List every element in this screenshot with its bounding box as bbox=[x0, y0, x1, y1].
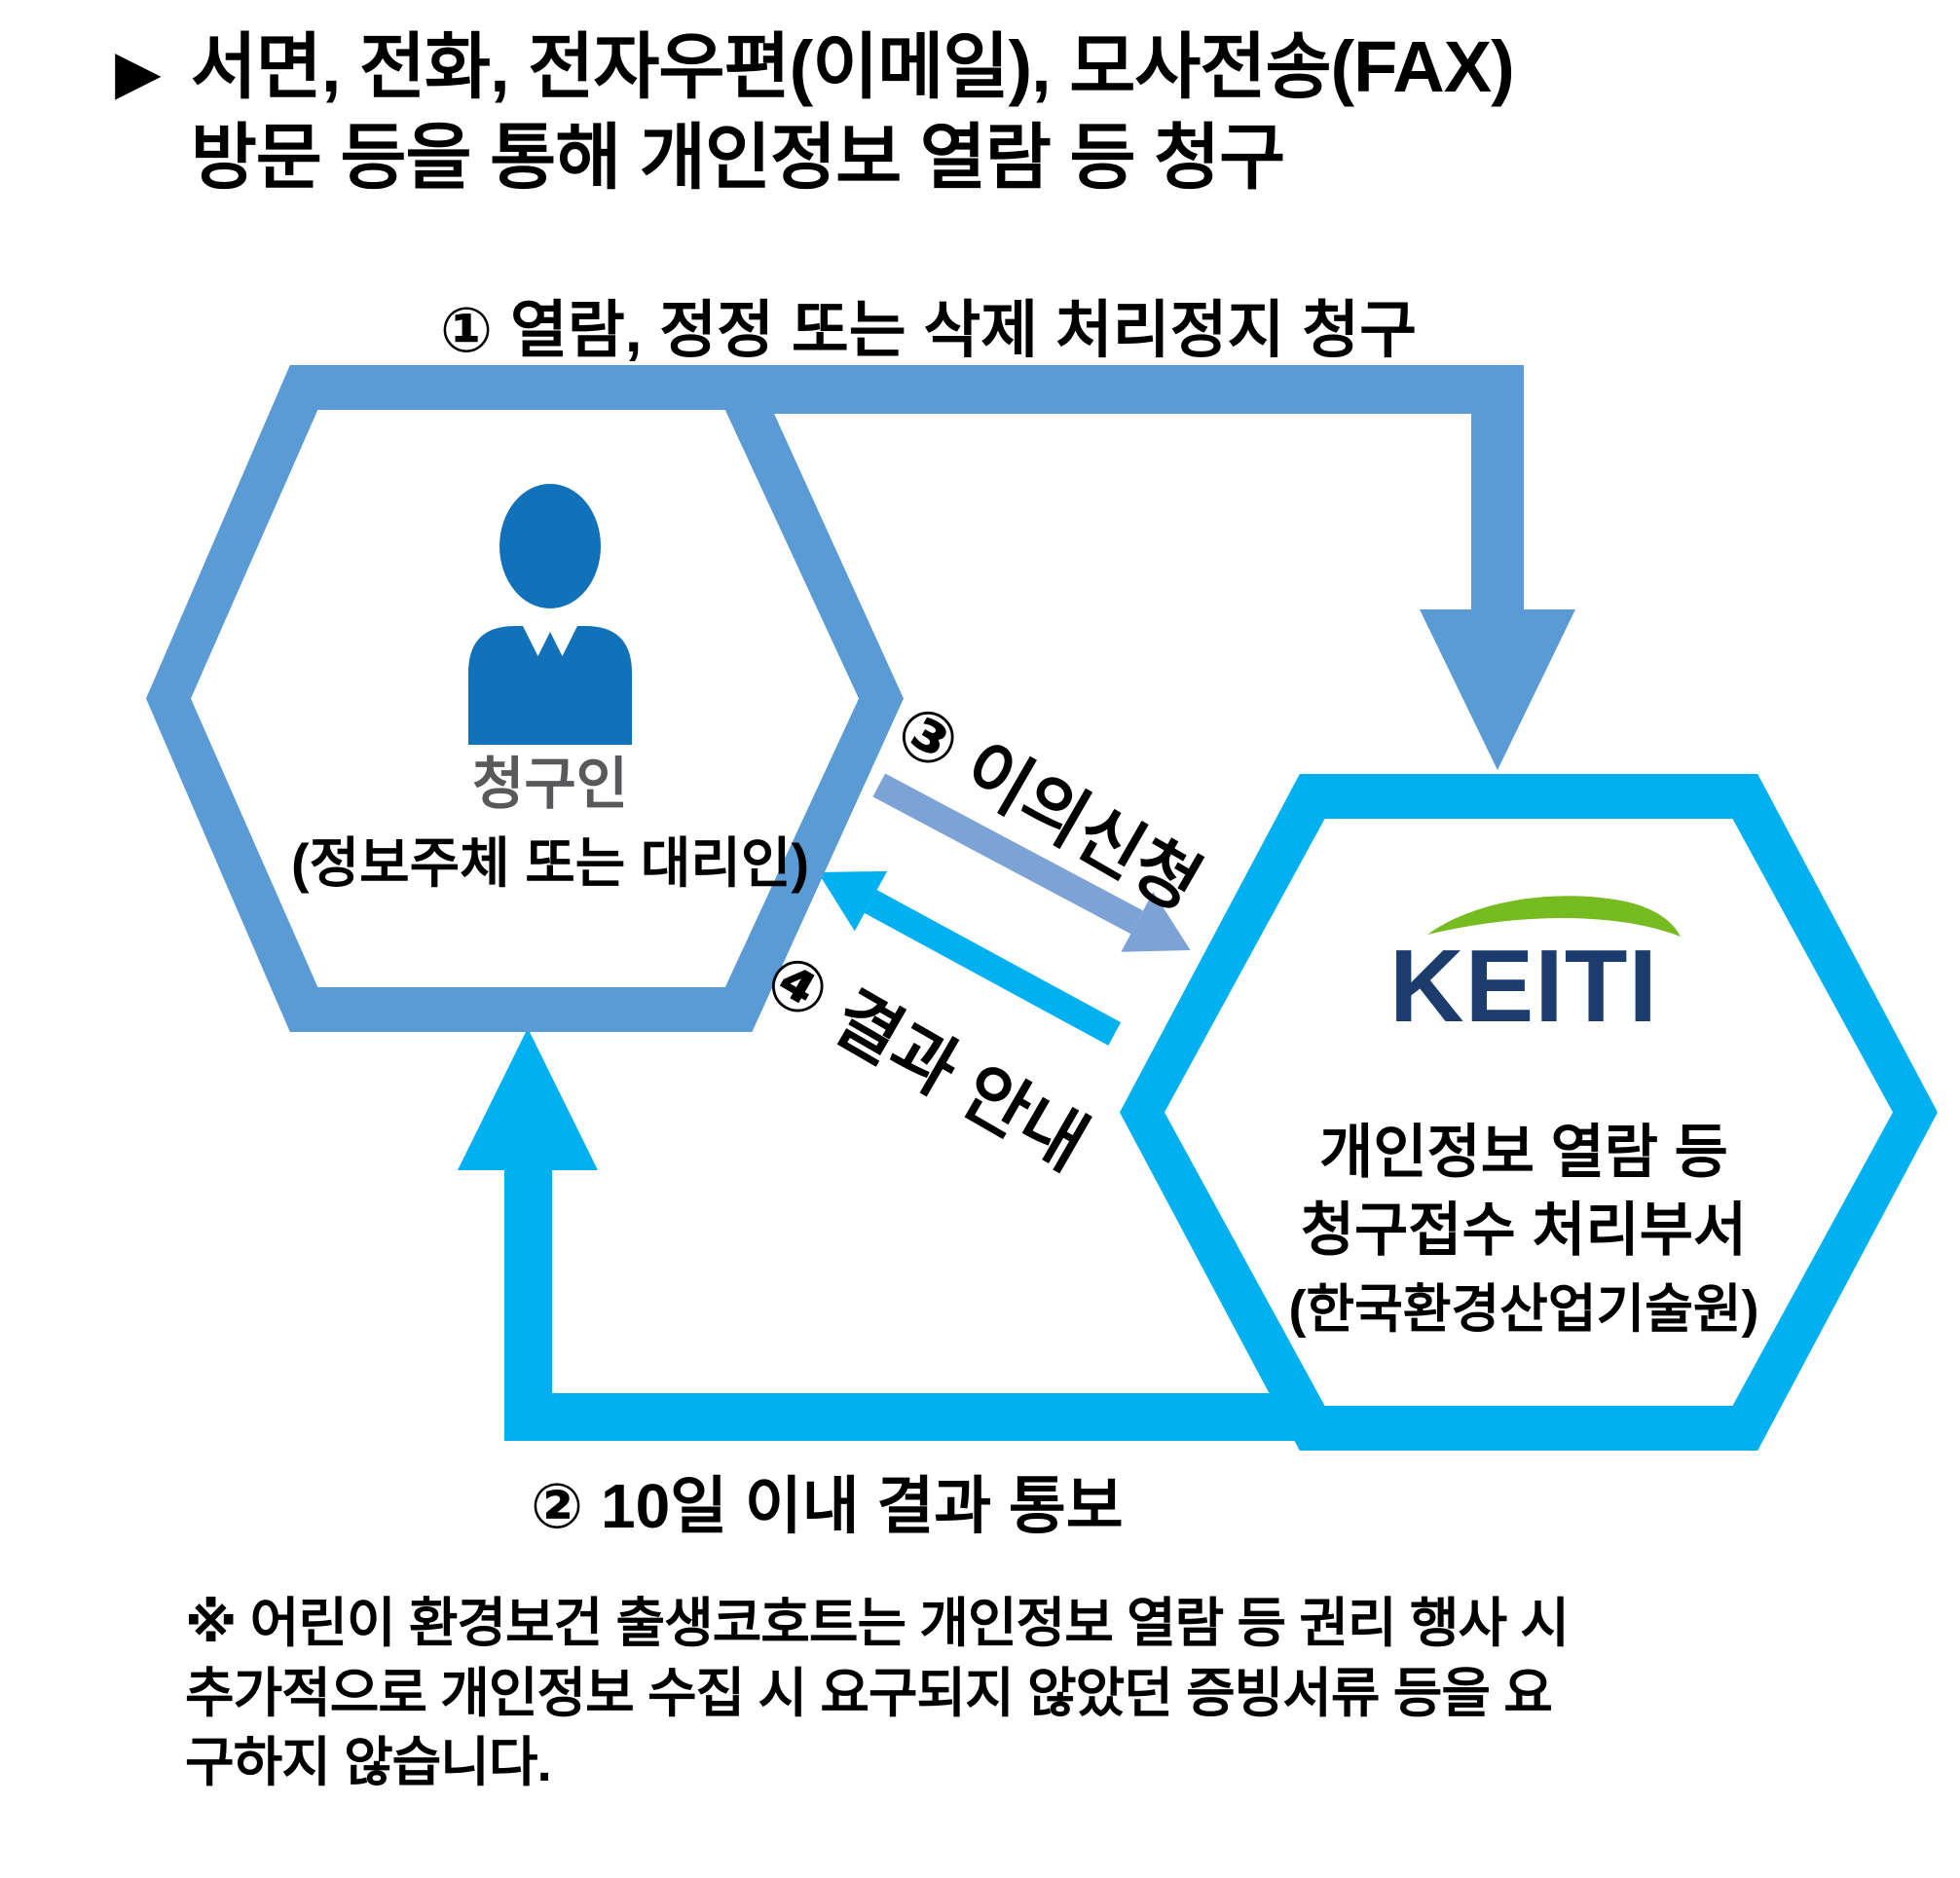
keiti-logo-text: KEITI bbox=[1389, 929, 1658, 1044]
title-text: 서면, 전화, 전자우편(이메일), 모사전송(FAX) 방문 등을 통해 개인… bbox=[190, 21, 1515, 203]
step2-arrow-horizontal bbox=[504, 1393, 1350, 1441]
footnote-line-2: 추가적으로 개인정보 수집 시 요구되지 않았던 증빙서류 등을 요 bbox=[185, 1662, 1553, 1723]
bullet-arrow-icon: ▶ bbox=[115, 39, 162, 106]
requester-subtitle: (정보주체 또는 대리인) bbox=[290, 832, 810, 894]
step2-label: ② 10일 이내 결과 통보 bbox=[531, 1471, 1124, 1541]
title-line-2: 방문 등을 통해 개인정보 열람 등 청구 bbox=[190, 117, 1286, 199]
processor-line-2: 청구접수 처리부서 bbox=[1300, 1197, 1748, 1263]
step1-label: ① 열람, 정정 또는 삭제 처리정지 청구 bbox=[440, 295, 1417, 365]
step2-arrowhead-up-icon bbox=[458, 1028, 598, 1170]
footnote-line-1: ※ 어린이 환경보건 출생코호트는 개인정보 열람 등 권리 행사 시 bbox=[185, 1593, 1570, 1653]
footnote: ※ 어린이 환경보건 출생코호트는 개인정보 열람 등 권리 행사 시 추가적으… bbox=[185, 1589, 1570, 1798]
processor-line-3: (한국환경산업기술원) bbox=[1288, 1280, 1759, 1339]
step1-arrow-vertical bbox=[1471, 365, 1524, 613]
requester-title: 청구인 bbox=[471, 753, 629, 816]
page-title: ▶ 서면, 전화, 전자우편(이메일), 모사전송(FAX) 방문 등을 통해 … bbox=[115, 21, 1515, 203]
processor-line-1: 개인정보 열람 등 bbox=[1319, 1120, 1728, 1185]
keiti-logo: KEITI bbox=[1305, 888, 1743, 1038]
keiti-leaf-icon bbox=[1427, 896, 1681, 937]
step2-arrow-vertical bbox=[504, 1166, 552, 1400]
footnote-line-3: 구하지 않습니다. bbox=[185, 1732, 552, 1792]
title-line-1: 서면, 전화, 전자우편(이메일), 모사전송(FAX) bbox=[190, 26, 1515, 107]
step1-arrowhead-down-icon bbox=[1420, 609, 1575, 770]
person-icon bbox=[468, 484, 632, 745]
